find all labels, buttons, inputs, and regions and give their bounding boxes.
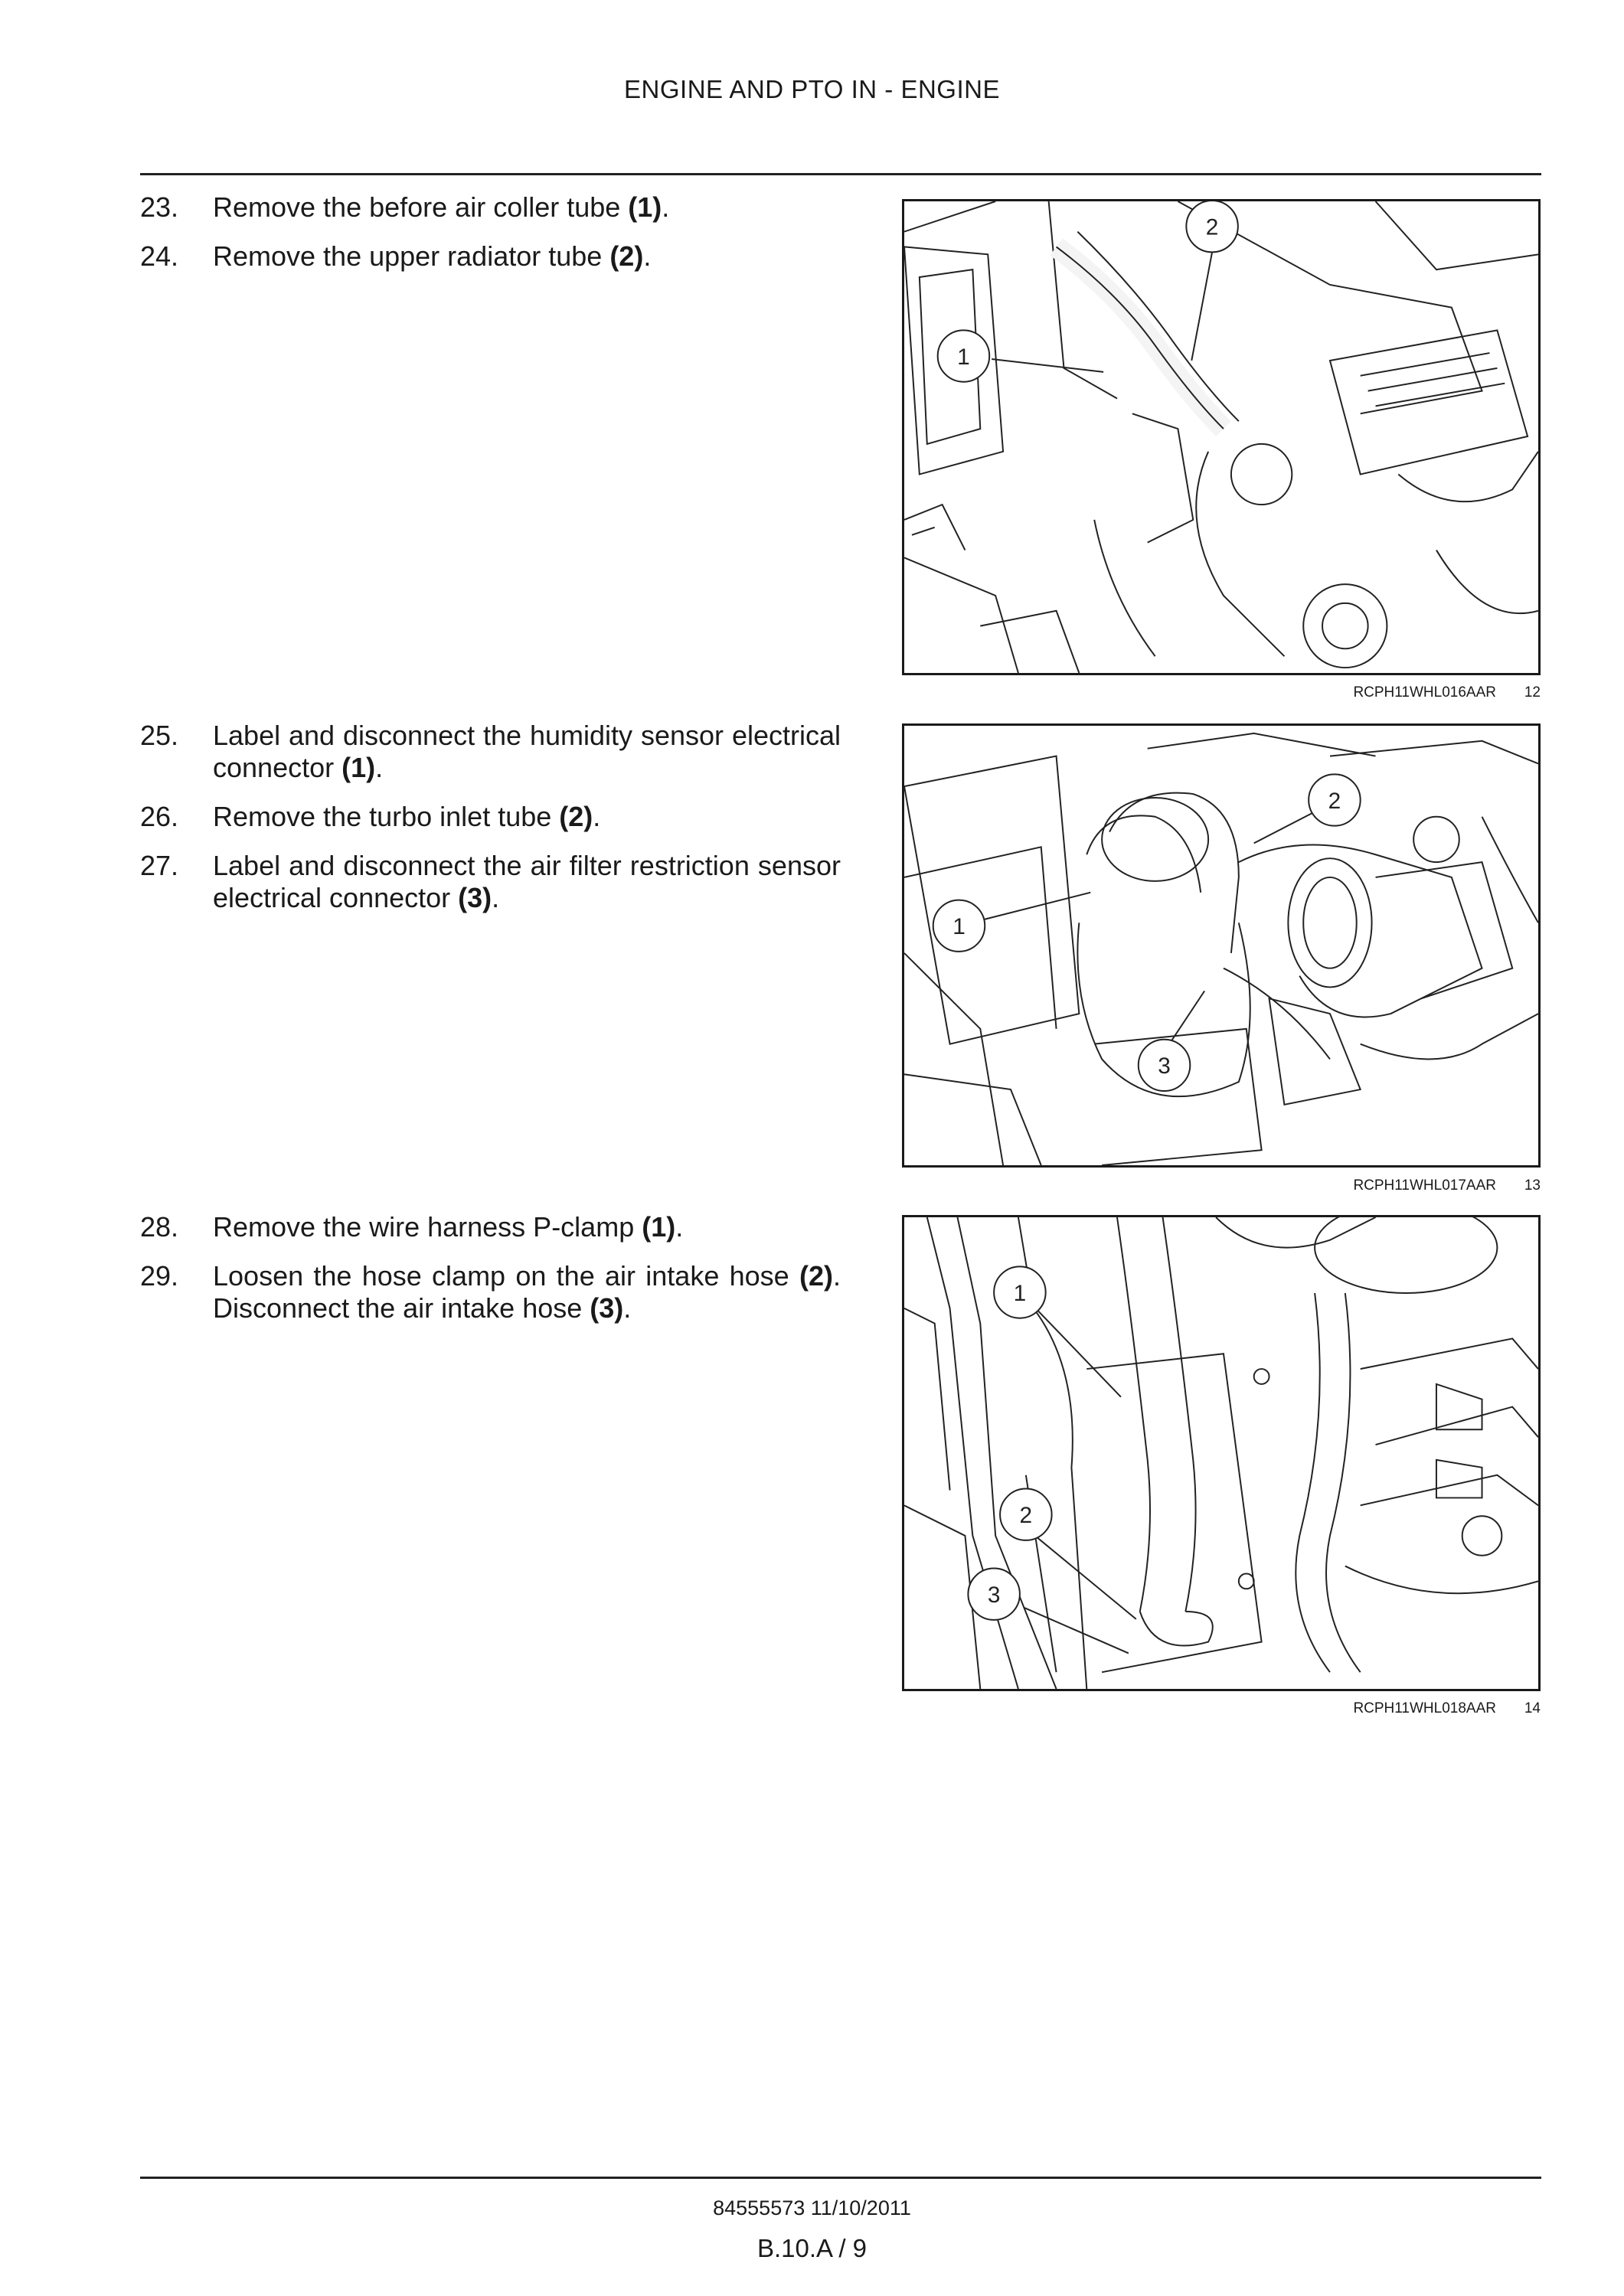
step-list-2: 25. Label and disconnect the humidity se… [140, 720, 841, 931]
figure-code: RCPH11WHL017AAR [1353, 1177, 1496, 1194]
step-number: 26. [140, 801, 179, 832]
callout-1: 1 [957, 345, 970, 370]
step-29: 29. Loosen the hose clamp on the air int… [140, 1260, 841, 1324]
step-text: Remove the wire harness P-clamp [213, 1211, 642, 1243]
step-ref: (1) [341, 752, 376, 783]
callout-1: 1 [1014, 1281, 1027, 1306]
step-number: 25. [140, 720, 179, 751]
step-text: Remove the turbo inlet tube [213, 801, 560, 832]
step-punct: . [623, 1292, 632, 1324]
step-number: 28. [140, 1211, 179, 1243]
step-list-3: 28. Remove the wire harness P-clamp (1).… [140, 1211, 841, 1341]
figure-13-illustration: 1 2 3 [902, 723, 1541, 1168]
figure-number: 12 [1524, 684, 1541, 701]
step-number: 23. [140, 191, 179, 223]
step-number: 29. [140, 1260, 179, 1292]
step-text: Remove the before air coller tube [213, 191, 629, 223]
figure-number: 14 [1524, 1700, 1541, 1716]
step-text: Label and disconnect the air filter rest… [213, 850, 841, 913]
step-ref: (2) [799, 1260, 833, 1292]
step-list-1: 23. Remove the before air coller tube (1… [140, 191, 841, 289]
figure-12-illustration: 1 2 [902, 199, 1541, 675]
callout-2: 2 [1328, 789, 1341, 814]
step-punct: . [643, 240, 652, 272]
step-25: 25. Label and disconnect the humidity se… [140, 720, 841, 784]
step-text: Label and disconnect the humidity sensor… [213, 720, 841, 783]
figure-14-illustration: 1 2 3 [902, 1215, 1541, 1691]
step-ref: (1) [642, 1211, 676, 1243]
callout-3: 3 [1158, 1053, 1171, 1079]
step-27: 27. Label and disconnect the air filter … [140, 850, 841, 914]
step-number: 27. [140, 850, 179, 881]
step-ref: (1) [628, 191, 662, 223]
callout-1: 1 [953, 914, 966, 939]
step-text: Loosen the hose clamp on the air intake … [213, 1260, 799, 1292]
step-ref: (2) [609, 240, 644, 272]
document-number: 84555573 11/10/2011 [713, 2196, 911, 2219]
footer-rule [140, 2177, 1541, 2179]
step-ref: (3) [458, 882, 492, 913]
step-26: 26. Remove the turbo inlet tube (2). [140, 801, 841, 833]
callout-3: 3 [988, 1582, 1001, 1608]
page-header: ENGINE AND PTO IN - ENGINE [624, 75, 1000, 103]
callout-2: 2 [1020, 1503, 1033, 1528]
step-24: 24. Remove the upper radiator tube (2). [140, 240, 841, 273]
figure-code: RCPH11WHL016AAR [1353, 684, 1496, 701]
step-punct: . [375, 752, 384, 783]
step-punct: . [593, 801, 601, 832]
step-punct: . [675, 1211, 684, 1243]
page-number: B.10.A / 9 [756, 2234, 868, 2262]
step-23: 23. Remove the before air coller tube (1… [140, 191, 841, 224]
step-punct: . [492, 882, 500, 913]
header-rule [140, 173, 1541, 175]
step-ref: (2) [559, 801, 593, 832]
step-ref: (3) [590, 1292, 624, 1324]
step-text: . Disconnect the air intake hose [213, 1260, 841, 1324]
figure-code: RCPH11WHL018AAR [1353, 1700, 1496, 1716]
step-text: Remove the upper radiator tube [213, 240, 610, 272]
step-punct: . [662, 191, 670, 223]
step-number: 24. [140, 240, 179, 272]
callout-2: 2 [1206, 215, 1219, 240]
figure-number: 13 [1524, 1177, 1541, 1194]
step-28: 28. Remove the wire harness P-clamp (1). [140, 1211, 841, 1243]
